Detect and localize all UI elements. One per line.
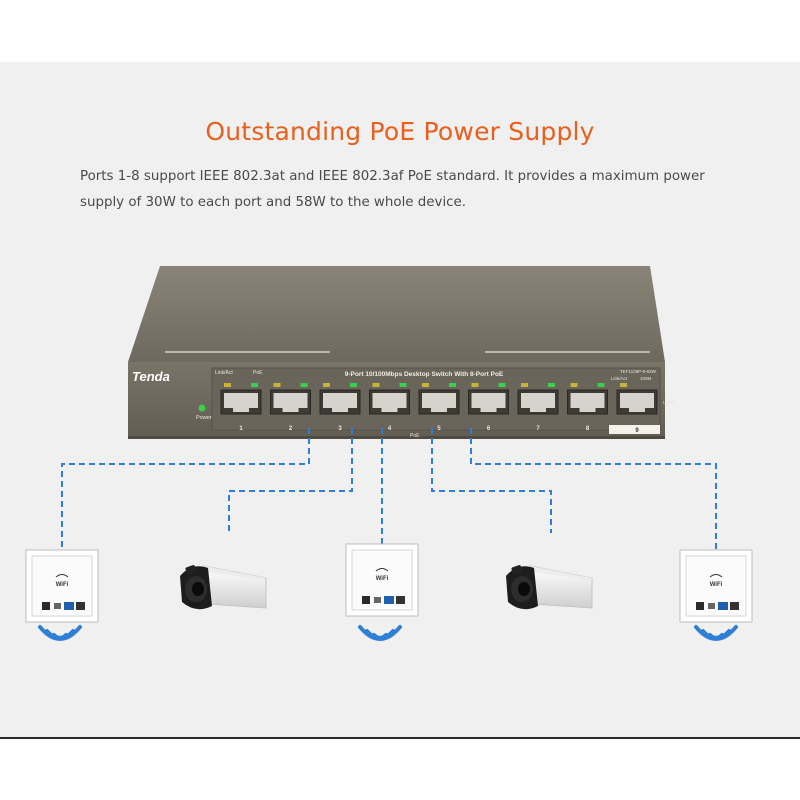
bottom-divider — [0, 737, 800, 739]
ethernet-port-5: 5 — [418, 383, 460, 432]
link-led — [323, 383, 330, 387]
link-port3-camera-left — [228, 428, 353, 533]
link-act-right-label: Link/Act — [611, 376, 628, 381]
ethernet-port-8: 8 — [567, 383, 608, 432]
link-led — [570, 383, 578, 387]
model-number: TEF1109P-8-63W — [620, 369, 657, 374]
poe-led — [350, 383, 357, 387]
port-number: 2 — [289, 426, 293, 432]
brand-logo: Tenda — [132, 369, 170, 384]
port-number: 9 — [635, 428, 639, 434]
poe-led — [251, 383, 258, 387]
ethernet-port-6: 6 — [468, 383, 509, 432]
port-number: 7 — [536, 426, 540, 432]
link-port3-ap-left — [61, 428, 310, 550]
poe-led — [449, 383, 456, 387]
link-led — [471, 383, 479, 387]
ethernet-port-1: 1 — [220, 383, 262, 432]
link-port5-camera-right — [431, 428, 552, 533]
poe-led — [300, 383, 308, 387]
port-number: 3 — [338, 426, 342, 432]
link-led — [372, 383, 380, 387]
port-number: 4 — [388, 426, 392, 432]
switch-top-face — [128, 266, 665, 362]
power-led — [198, 404, 206, 412]
link-act-label: Link/Act — [215, 370, 233, 376]
port-number: 8 — [586, 426, 590, 432]
wifi-signal-icon — [38, 625, 82, 641]
wifi-label: WiFi — [710, 582, 723, 588]
poe-led — [548, 383, 555, 387]
poe-links — [61, 428, 717, 550]
poe-switch: Tenda Link/Act PoE 9-Port 10/100Mbps Des… — [128, 266, 676, 439]
ethernet-ports: 1 2 3 4 5 6 7 8 9 — [220, 383, 658, 434]
ethernet-port-2: 2 — [270, 383, 311, 432]
ethernet-port-7: 7 — [517, 383, 559, 432]
feature-description: Ports 1-8 support IEEE 802.3at and IEEE … — [80, 169, 705, 210]
poe-bottom-label: PoE — [410, 433, 420, 439]
port-number: 1 — [239, 426, 243, 432]
link-port6-ap-right — [470, 428, 717, 550]
link-led — [224, 383, 231, 387]
model-title: 9-Port 10/100Mbps Desktop Switch With 8-… — [345, 371, 504, 378]
wifi-label: WiFi — [376, 576, 389, 582]
page-title: Outstanding PoE Power Supply — [205, 117, 595, 146]
ethernet-port-9: 9 — [616, 383, 658, 434]
wifi-signal-icon — [694, 625, 738, 641]
port-number: 6 — [487, 426, 491, 432]
ip-camera-right — [506, 565, 593, 610]
link-led — [521, 383, 528, 387]
wifi-label: WiFi — [56, 582, 69, 588]
wall-access-point-right: WiFi — [679, 549, 753, 623]
uplink-label: Uplink — [663, 400, 676, 405]
poe-label: PoE — [253, 370, 263, 376]
wall-access-point-left: WiFi — [25, 549, 99, 623]
ethernet-port-4: 4 — [369, 383, 410, 432]
link-led — [273, 383, 281, 387]
port-number: 5 — [437, 426, 441, 432]
link-led — [422, 383, 429, 387]
ethernet-port-3: 3 — [319, 383, 361, 432]
ip-camera-left — [180, 565, 267, 610]
speed-label: 100M — [640, 376, 652, 381]
poe-led — [399, 383, 407, 387]
power-label: Power — [196, 415, 212, 421]
wall-access-point-center: WiFi — [345, 543, 419, 617]
poe-led — [597, 383, 605, 387]
wifi-signal-icon — [358, 625, 402, 641]
poe-led — [498, 383, 506, 387]
link-led — [620, 383, 627, 387]
